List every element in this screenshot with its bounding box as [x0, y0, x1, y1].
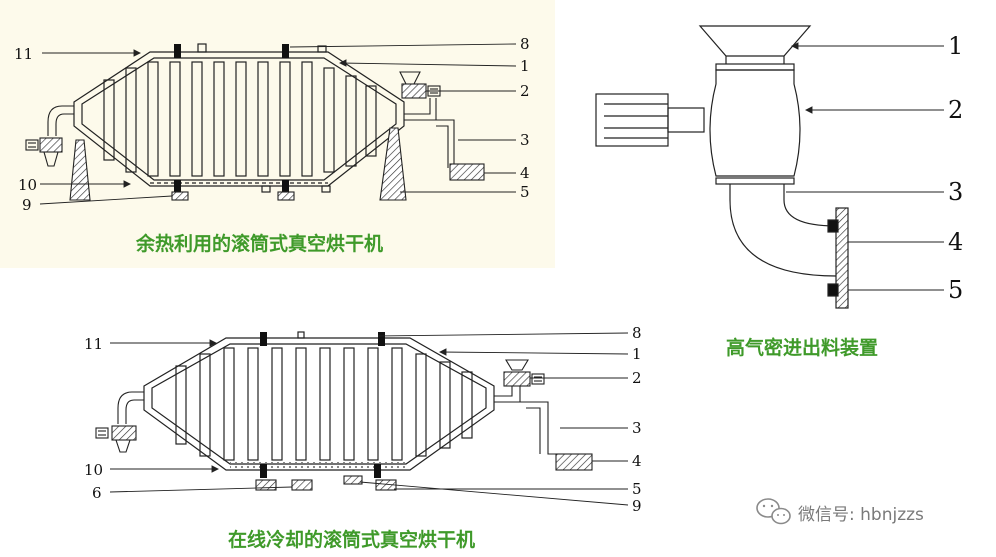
label-11: 11 [14, 45, 33, 63]
seal-rings-2 [260, 332, 385, 478]
label2-4: 4 [632, 452, 642, 470]
caption-right: 高气密进出料装置 [726, 336, 878, 359]
label2-9: 9 [632, 497, 642, 515]
label2-8: 8 [632, 324, 642, 342]
right-label-3: 3 [948, 178, 963, 206]
right-label-4: 4 [948, 228, 963, 256]
right-leader-lines [786, 42, 944, 291]
right-outlet-2 [494, 359, 593, 471]
right-panel: 1 2 3 4 5 高气密进出料装置 [595, 25, 963, 359]
label2-3: 3 [632, 419, 642, 437]
label-1: 1 [520, 57, 530, 75]
label2-2: 2 [632, 369, 642, 387]
right-label-1: 1 [948, 32, 963, 60]
feeder-device [595, 25, 849, 309]
seal-rings [174, 44, 289, 194]
label-2: 2 [520, 82, 530, 100]
label2-11: 11 [84, 335, 103, 353]
leader-lines-2 [109, 332, 629, 506]
caption-bottom-left: 在线冷却的滚筒式真空烘干机 [228, 528, 475, 551]
caption-top-left: 余热利用的滚筒式真空烘干机 [135, 232, 383, 255]
watermark-text: 微信号: hbnjzzs [798, 505, 924, 525]
top-left-panel: 11 10 9 8 1 2 3 4 5 余热利用的滚筒式真空烘干机 [0, 0, 555, 268]
dryer-drum-2 [143, 331, 495, 471]
left-inlet [25, 105, 74, 167]
label2-6: 6 [92, 484, 102, 502]
label-5: 5 [520, 183, 530, 201]
label-3: 3 [520, 131, 530, 149]
left-inlet-2 [95, 391, 144, 453]
label-9: 9 [22, 196, 32, 214]
supports [69, 127, 407, 201]
label2-5: 5 [632, 480, 642, 498]
right-label-2: 2 [948, 96, 963, 124]
leader-lines [39, 43, 517, 205]
label2-10: 10 [84, 461, 103, 479]
label-10: 10 [18, 176, 37, 194]
label-4: 4 [520, 164, 530, 182]
supports-2 [255, 475, 397, 491]
label-8: 8 [520, 35, 530, 53]
wechat-icon [756, 498, 791, 525]
label2-1: 1 [632, 345, 642, 363]
right-label-5: 5 [948, 276, 963, 304]
watermark: 微信号: hbnjzzs [756, 498, 924, 525]
bottom-left-panel: 11 10 6 8 1 2 3 4 5 9 在线冷却的滚筒式真空烘干机 [84, 324, 642, 551]
